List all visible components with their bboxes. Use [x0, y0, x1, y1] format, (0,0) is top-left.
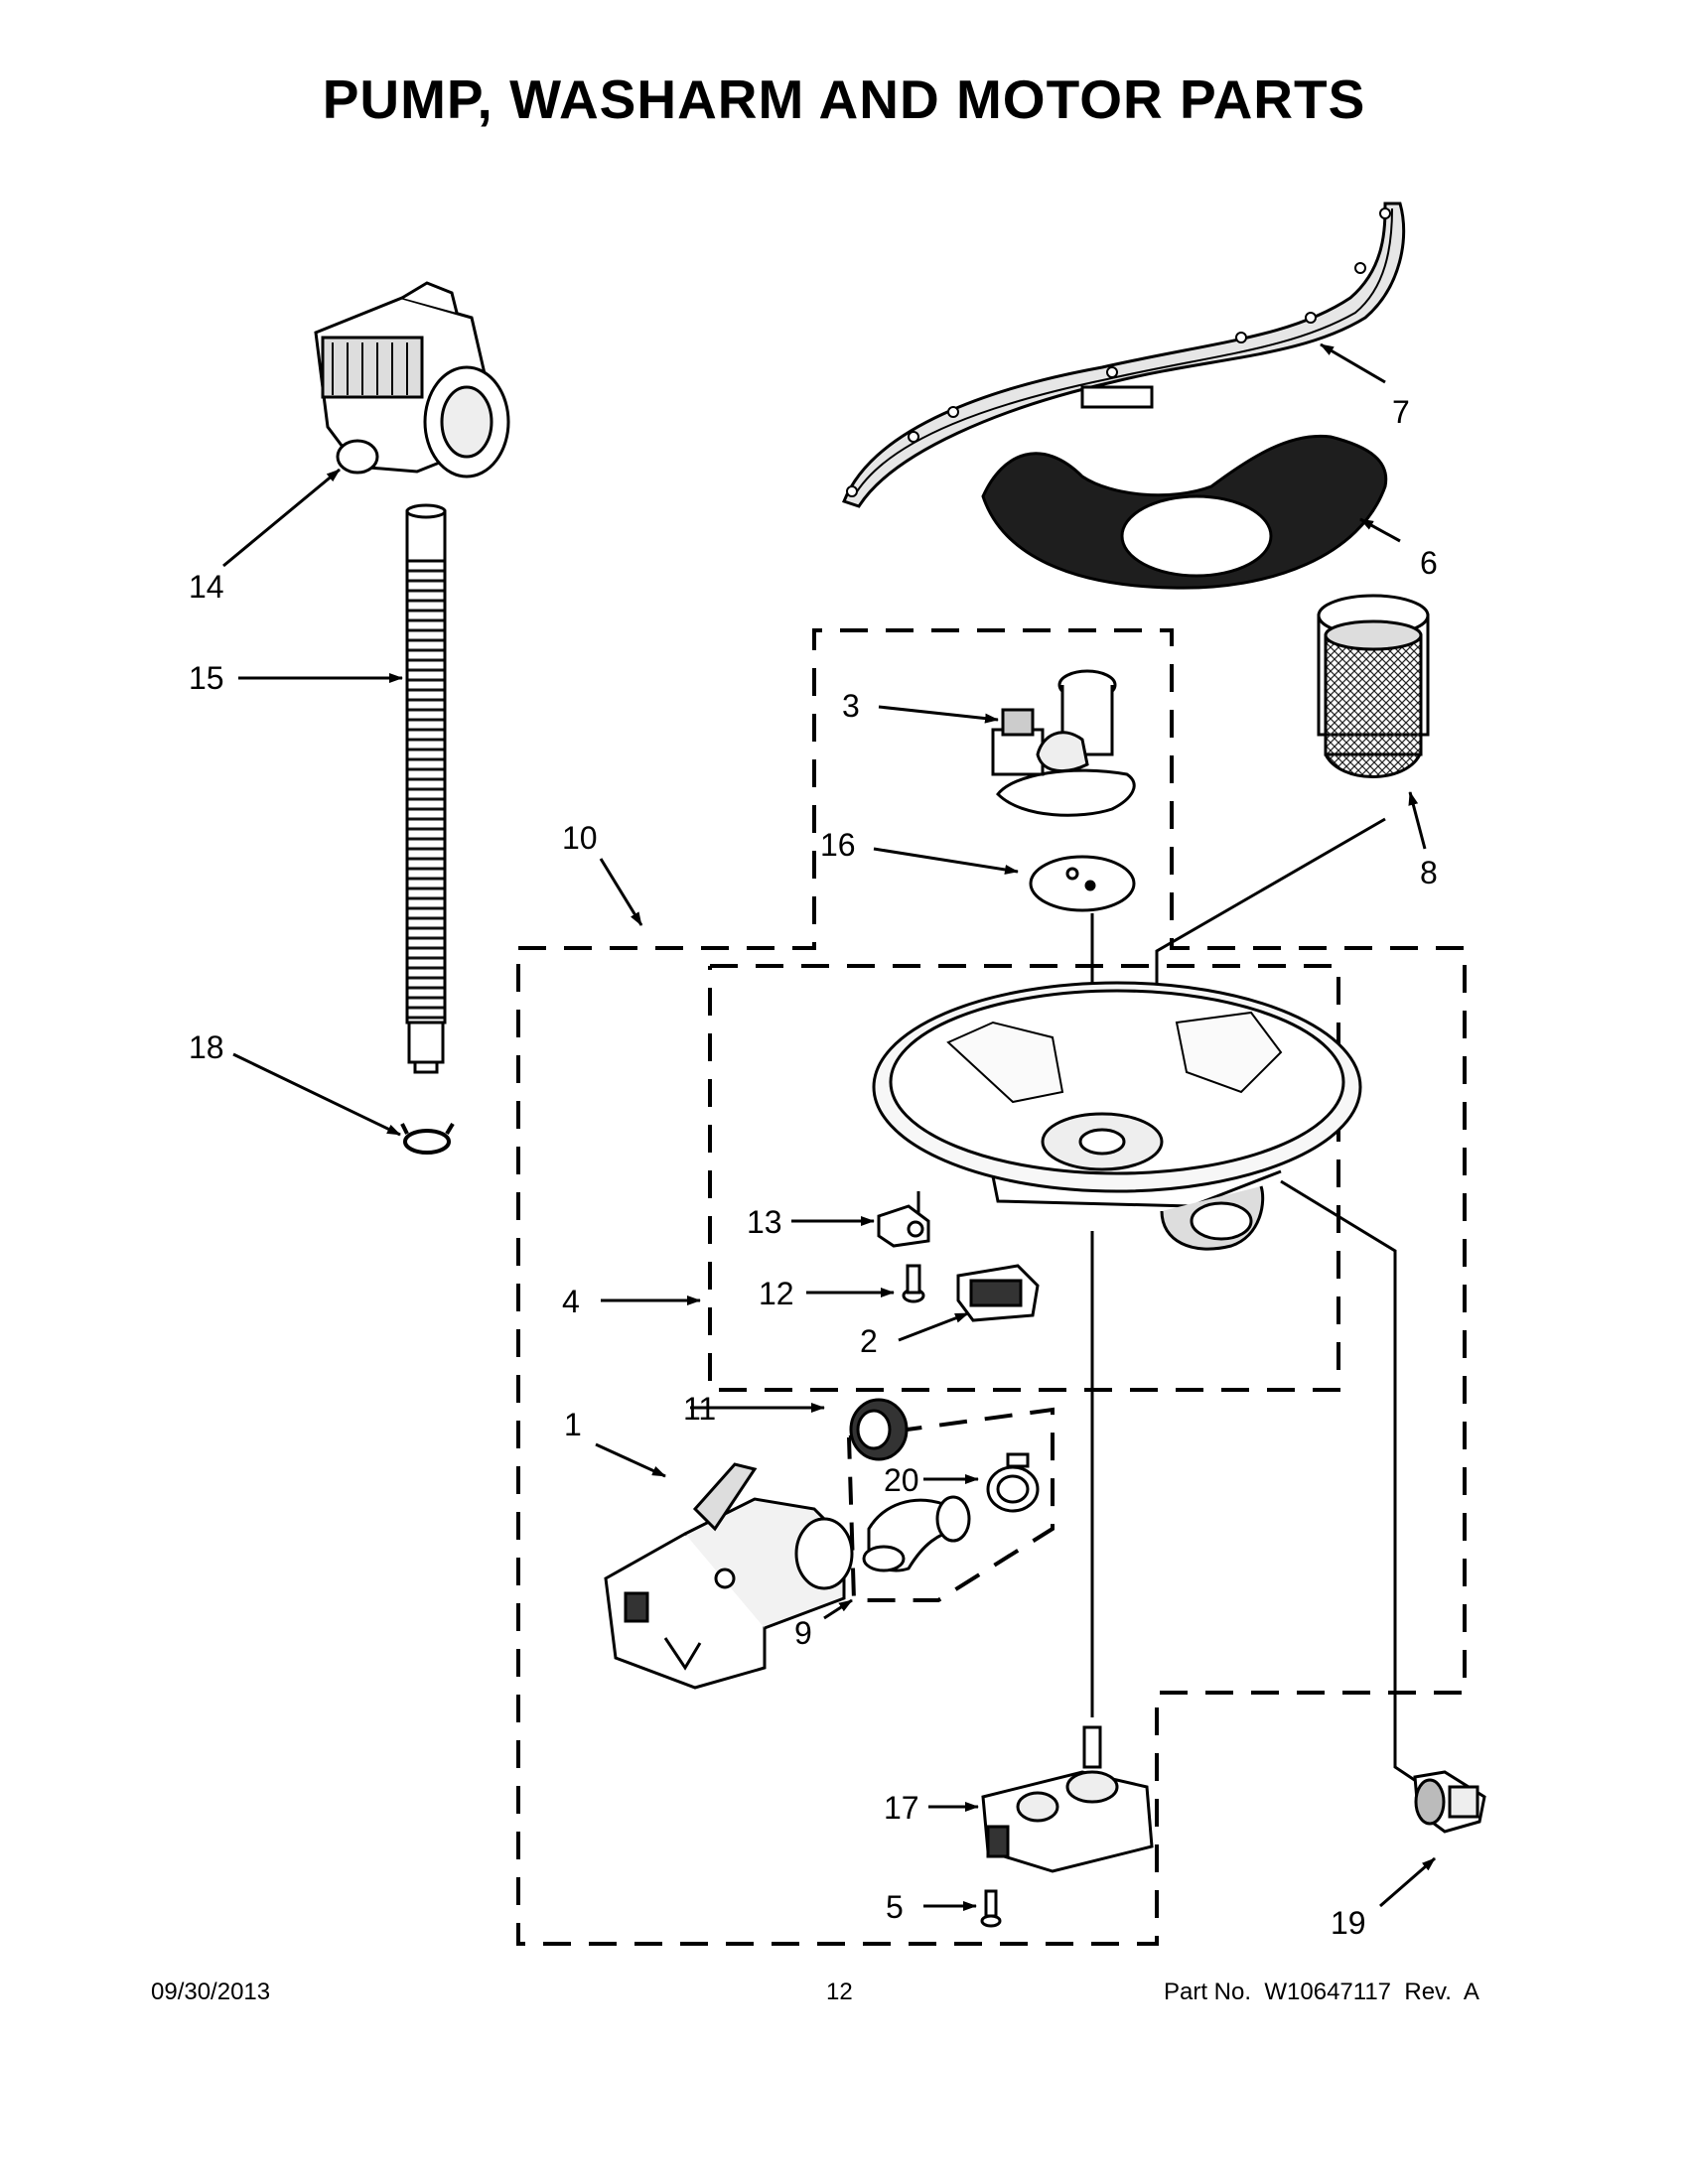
connector-sump-to-19 [1280, 1179, 1426, 1789]
callout-5: 5 [886, 1889, 904, 1925]
callout-19: 19 [1331, 1905, 1366, 1941]
part-3-diverter [991, 669, 1136, 817]
part-7-spray-arm [842, 202, 1406, 508]
callout-18: 18 [189, 1029, 224, 1065]
part-9-elbow [862, 1495, 971, 1572]
arrow-6 [1359, 517, 1401, 543]
sump-assembly [872, 981, 1362, 1251]
callout-7: 7 [1392, 394, 1410, 430]
arrow-1 [595, 1442, 666, 1478]
arrow-10 [599, 858, 643, 926]
part-19-sensor [1413, 1770, 1486, 1834]
callout-17: 17 [884, 1790, 919, 1826]
footer-part-number: Part No. W10647117 Rev. A [1164, 1979, 1479, 2005]
group-outline-10 [516, 628, 1467, 1946]
footer-page-number: 12 [826, 1979, 853, 2005]
part-17-actuator [981, 1725, 1154, 1873]
callout-14: 14 [189, 569, 224, 605]
arrow-18 [232, 1052, 401, 1137]
callout-16: 16 [820, 827, 856, 863]
callout-10: 10 [562, 820, 598, 856]
part-1-wash-motor [604, 1462, 854, 1690]
callout-11: 11 [683, 1391, 716, 1427]
arrow-2 [898, 1311, 969, 1342]
leader-arrows [222, 342, 1436, 1911]
part-20-clamp [986, 1452, 1040, 1513]
part-18-hose-clamp [400, 1122, 455, 1155]
callout-3: 3 [842, 688, 860, 724]
part-2-cover [956, 1264, 1040, 1322]
part-6-shield [981, 434, 1388, 590]
callout-20: 20 [884, 1462, 919, 1498]
callout-6: 6 [1420, 545, 1438, 581]
page-title: PUMP, WASHARM AND MOTOR PARTS [322, 68, 1366, 130]
group-outline-9 [847, 1407, 1055, 1602]
arrow-7 [1320, 342, 1386, 384]
arrow-9 [823, 1598, 853, 1620]
arrow-16 [873, 847, 1019, 875]
group-outline-4 [708, 964, 1340, 1392]
part-14-drain-pump [314, 281, 510, 478]
part-13-bracket [877, 1204, 930, 1248]
part-12-screw [902, 1264, 925, 1303]
footer-date: 09/30/2013 [151, 1979, 271, 2005]
callout-12: 12 [759, 1276, 794, 1311]
callout-1: 1 [564, 1407, 582, 1442]
arrow-8 [1408, 791, 1427, 850]
arrow-14 [222, 468, 341, 568]
arrow-19 [1379, 1856, 1436, 1908]
part-16-disc [1029, 855, 1136, 912]
part-15-drain-hose [405, 503, 447, 1074]
part-8-filter [1317, 594, 1430, 778]
callout-labels: 14 15 18 7 6 8 3 16 10 13 12 4 2 11 1 20… [189, 394, 1438, 1941]
arrow-3 [878, 705, 999, 724]
callout-15: 15 [189, 660, 224, 696]
group-outlines [516, 628, 1467, 1946]
callout-9: 9 [794, 1615, 812, 1651]
part-5-screw [980, 1889, 1002, 1928]
callout-2: 2 [860, 1323, 878, 1359]
callout-4: 4 [562, 1284, 580, 1319]
callout-8: 8 [1420, 855, 1438, 890]
callout-13: 13 [747, 1204, 782, 1240]
part-11-seal [849, 1398, 909, 1461]
